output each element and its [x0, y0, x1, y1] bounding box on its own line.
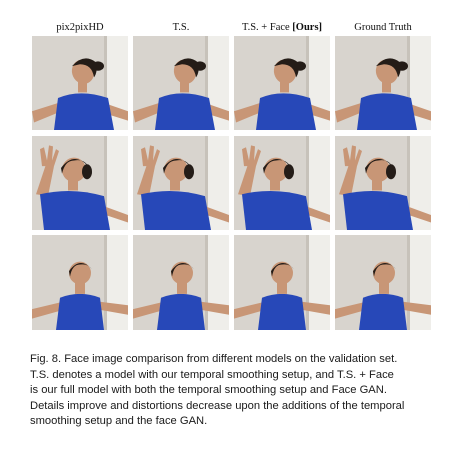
face-image-1-ts — [133, 36, 229, 130]
caption-line: is our full model with both the temporal… — [30, 384, 387, 396]
column-header-ts-face: T.S. + Face [Ours] — [234, 22, 330, 34]
caption-line: Fig. 8. Face image comparison from diffe… — [30, 353, 398, 365]
face-image-3-ts-face — [234, 235, 330, 330]
face-image-1-ts-face — [234, 36, 330, 130]
column-header-label: pix2pixHD — [56, 22, 104, 33]
face-image-2-ground-truth — [335, 136, 431, 230]
face-image-2-pix2pixhd — [32, 136, 128, 230]
face-image-3-pix2pixhd — [32, 235, 128, 330]
column-header-ground-truth: Ground Truth — [335, 22, 431, 34]
face-image-1-pix2pixhd — [32, 36, 128, 130]
face-image-2-ts — [133, 136, 229, 230]
column-header-label: Ground Truth — [354, 22, 412, 33]
column-header-label: T.S. + Face — [241, 22, 293, 33]
face-image-1-ground-truth — [335, 36, 431, 130]
column-header-label: T.S. — [172, 22, 190, 33]
caption-line: Details improve and distortions decrease… — [30, 399, 405, 412]
column-header-ts: T.S. — [133, 22, 229, 34]
column-header-ours-tag: [Ours] — [292, 22, 323, 33]
caption-line: T.S. denotes a model with our temporal s… — [30, 368, 394, 381]
column-header-pix2pixhd: pix2pixHD — [32, 22, 128, 34]
caption-line: smoothing setup and the face GAN. — [30, 415, 208, 427]
figure-caption: Fig. 8. Face image comparison from diffe… — [30, 352, 446, 430]
face-image-3-ground-truth — [335, 235, 431, 330]
face-image-3-ts — [133, 235, 229, 330]
face-image-2-ts-face — [234, 136, 330, 230]
